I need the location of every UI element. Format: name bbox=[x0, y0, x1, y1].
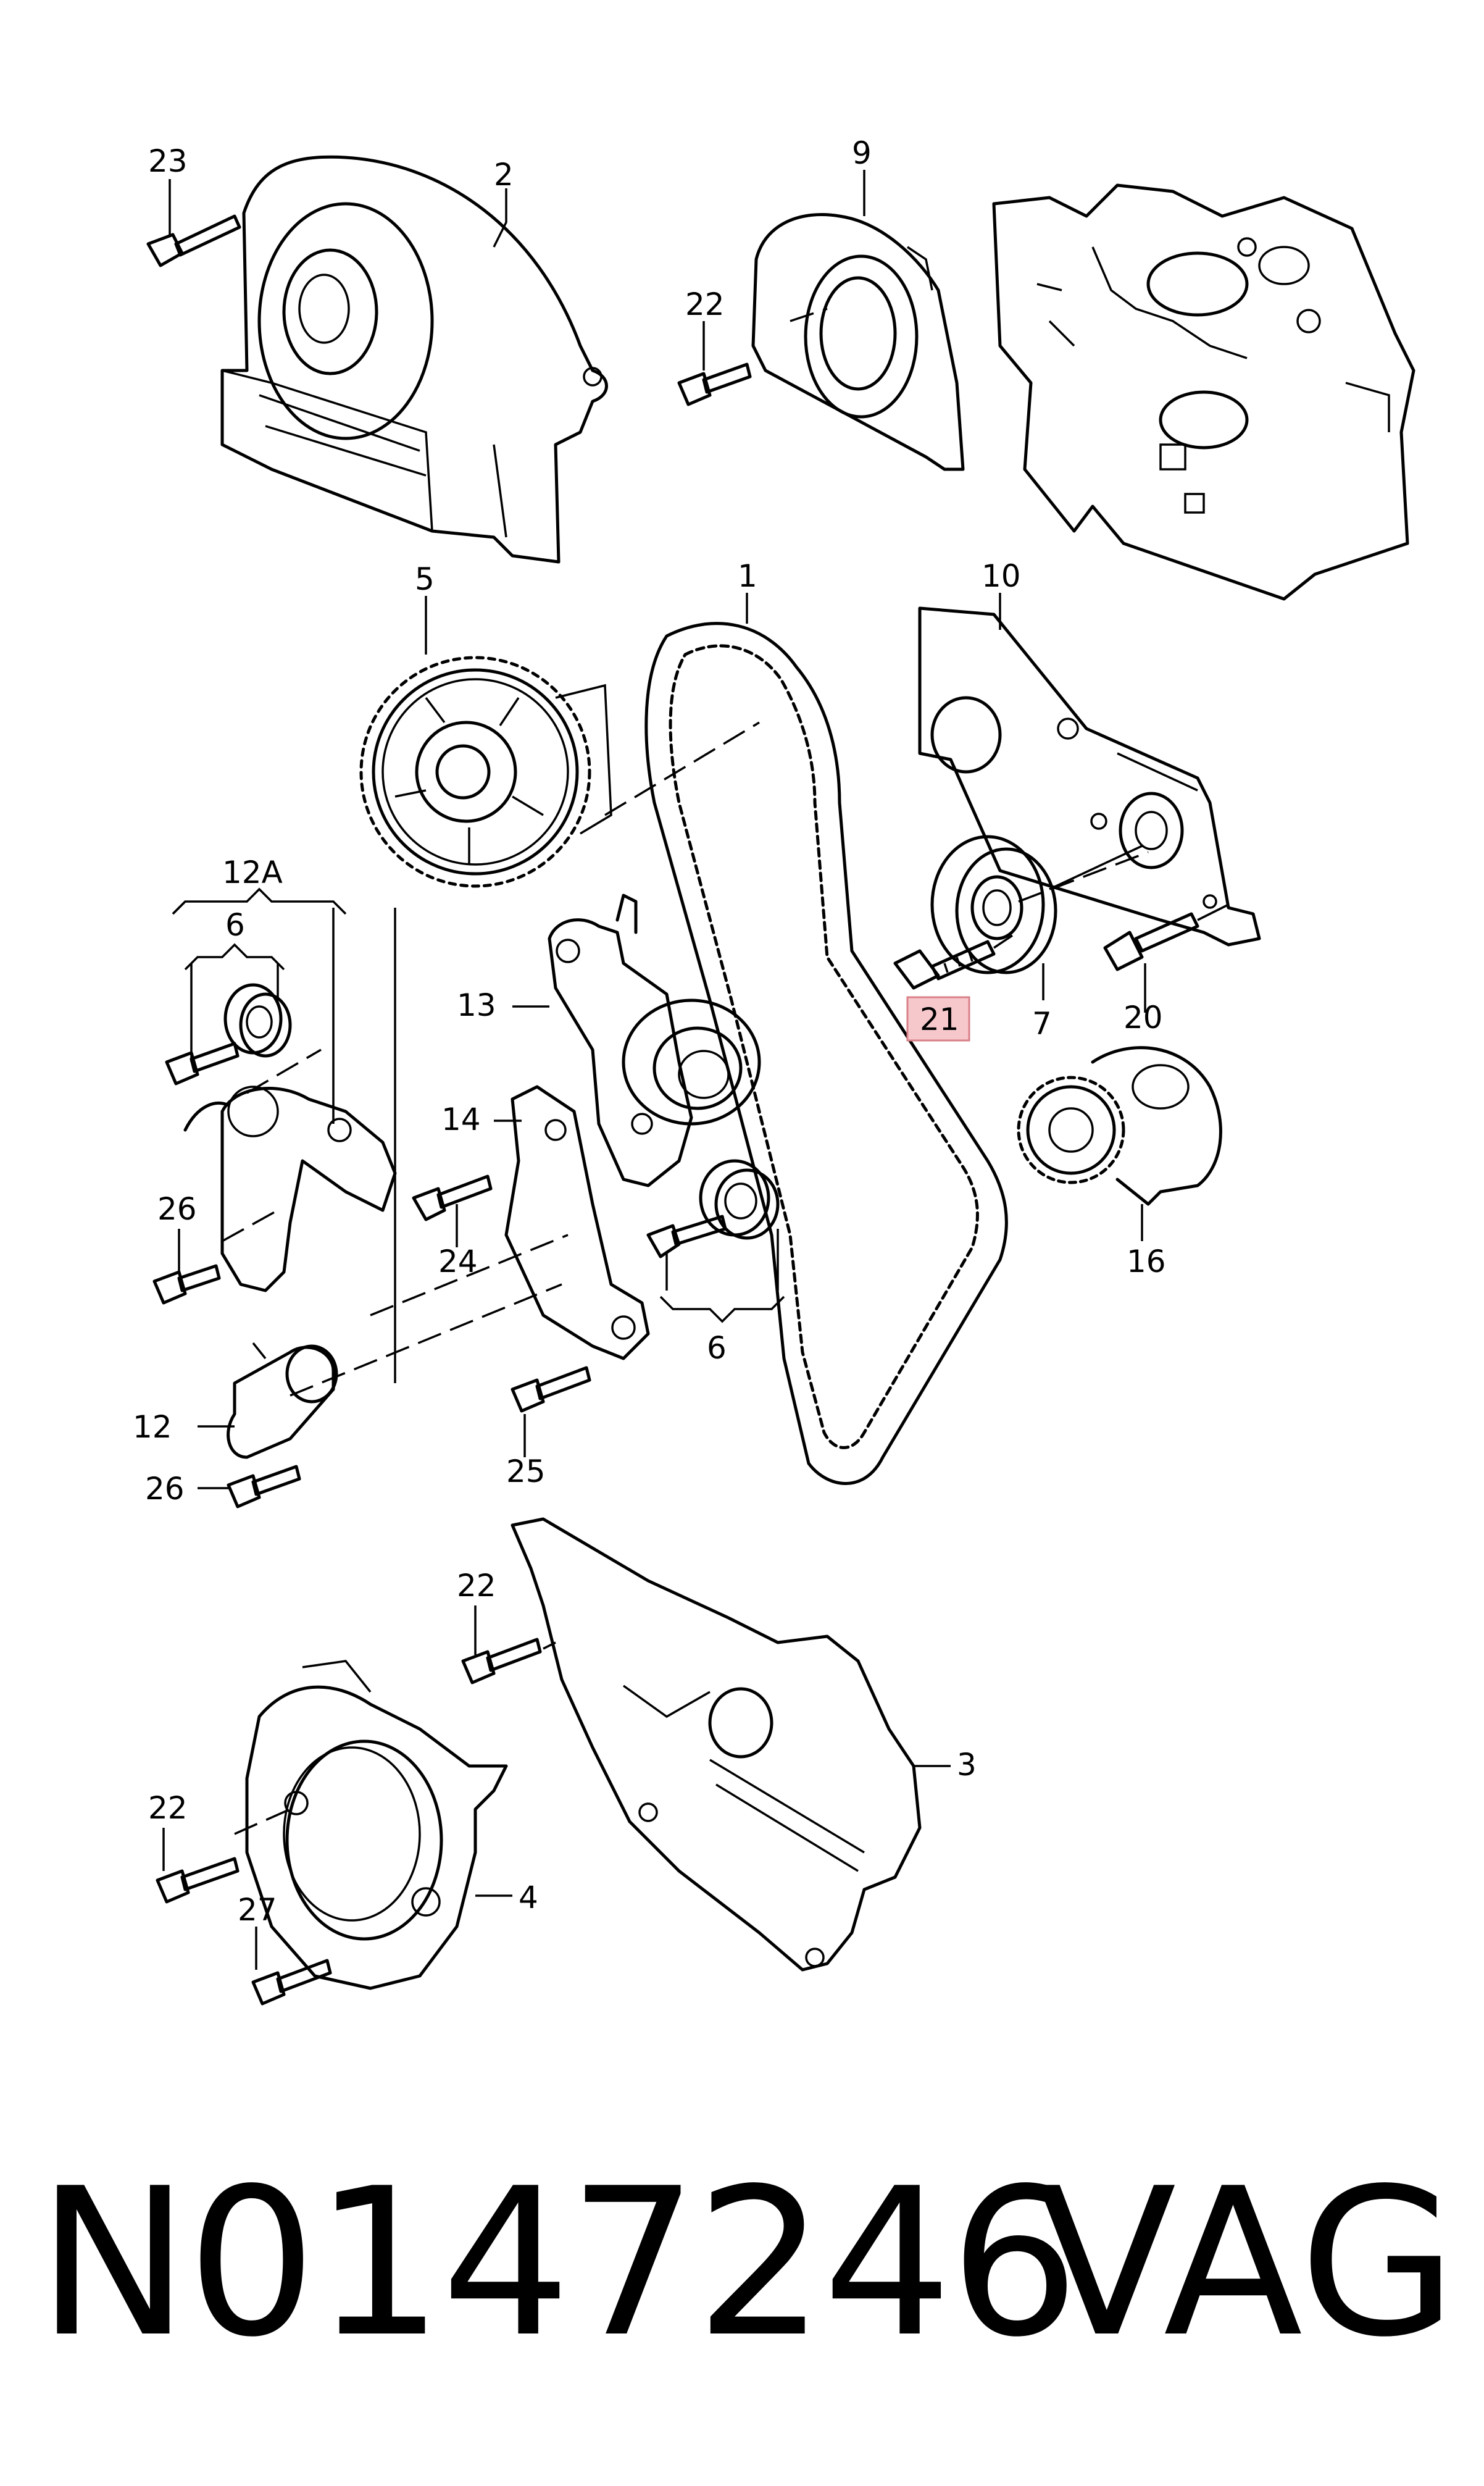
callout-21: 21 bbox=[920, 1002, 959, 1037]
callout-27: 27 bbox=[238, 1892, 277, 1928]
water-pump bbox=[1017, 1046, 1222, 1241]
callout-20: 20 bbox=[1123, 1000, 1163, 1036]
callout-14: 14 bbox=[441, 1102, 481, 1137]
callout-5: 5 bbox=[415, 561, 435, 597]
callout-labels: 23 2 9 22 5 1 10 12A 6 13 21 7 20 14 16 … bbox=[133, 135, 1166, 1928]
callout-25: 25 bbox=[506, 1454, 546, 1489]
lower-timing-cover bbox=[511, 1517, 922, 1972]
callout-7: 7 bbox=[1032, 1006, 1052, 1042]
upper-timing-cover bbox=[220, 155, 608, 564]
callout-3: 3 bbox=[957, 1747, 977, 1783]
callout-22-mid: 22 bbox=[457, 1568, 496, 1604]
callout-4: 4 bbox=[519, 1880, 538, 1915]
callout-22-lower: 22 bbox=[148, 1790, 188, 1826]
part-number: N0147246 bbox=[37, 2145, 1080, 2382]
bolt-22-mid bbox=[461, 1638, 542, 1685]
rear-panel bbox=[918, 606, 1261, 947]
tensioner-group-12a bbox=[165, 983, 397, 1292]
highlight-box bbox=[906, 996, 970, 1042]
idler-pulley bbox=[930, 835, 1143, 974]
callout-10: 10 bbox=[982, 558, 1021, 594]
callout-23: 23 bbox=[148, 143, 188, 179]
bolt-20 bbox=[1103, 903, 1229, 971]
brand-name: VAG bbox=[1037, 2145, 1457, 2382]
callout-26-upper: 26 bbox=[157, 1191, 197, 1227]
callout-16: 16 bbox=[1127, 1244, 1166, 1279]
callout-6-left: 6 bbox=[225, 907, 245, 943]
camshaft-sprocket bbox=[359, 656, 612, 888]
bolt-24 bbox=[412, 1174, 493, 1221]
timing-belt bbox=[644, 622, 1008, 1485]
lower-rear-cover bbox=[245, 1660, 508, 1990]
bolt-26-lower bbox=[227, 1465, 301, 1509]
bolt-22-upper bbox=[677, 362, 752, 406]
callout-1: 1 bbox=[738, 558, 757, 594]
callout-6-right: 6 bbox=[707, 1330, 727, 1366]
callout-2: 2 bbox=[494, 157, 514, 193]
callout-22-upper: 22 bbox=[685, 287, 725, 322]
callout-13: 13 bbox=[457, 987, 496, 1023]
bolt-23 bbox=[146, 214, 241, 267]
exploded-parts-diagram: 23 2 9 22 5 1 10 12A 6 13 21 7 20 14 16 … bbox=[133, 135, 1415, 2006]
callout-24: 24 bbox=[438, 1244, 478, 1279]
callout-12a: 12A bbox=[222, 855, 283, 890]
tensioner-bracket bbox=[504, 1085, 650, 1360]
bolt-27 bbox=[251, 1959, 332, 2006]
bolt-26-upper bbox=[152, 1264, 221, 1305]
oil-seal-cover bbox=[751, 213, 965, 471]
bolt-25 bbox=[511, 1366, 591, 1413]
alignment-lines bbox=[222, 308, 1149, 1835]
idler-roller-right bbox=[646, 1159, 780, 1258]
tensioner-arm bbox=[548, 894, 761, 1187]
engine-block bbox=[992, 183, 1415, 601]
tensioner-plunger bbox=[227, 1342, 338, 1459]
callout-9: 9 bbox=[852, 135, 872, 171]
bolt-22-lower bbox=[156, 1857, 240, 1904]
callout-12: 12 bbox=[133, 1409, 172, 1445]
callout-26-lower: 26 bbox=[145, 1471, 185, 1507]
bolt-21 bbox=[893, 934, 1013, 990]
leader-lines bbox=[162, 170, 1146, 1970]
